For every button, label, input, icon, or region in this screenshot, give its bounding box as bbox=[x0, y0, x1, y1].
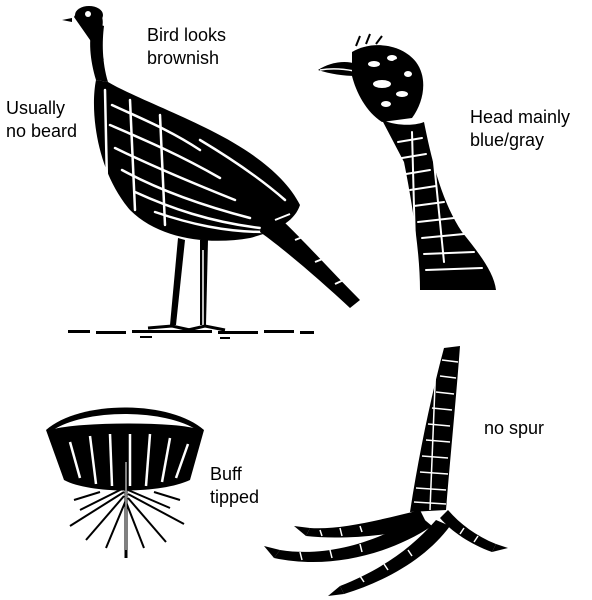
tail-feather-illustration bbox=[40, 400, 220, 560]
turkey-foot-illustration bbox=[260, 340, 510, 600]
turkey-head-illustration bbox=[312, 32, 502, 297]
turkey-foot-svg bbox=[260, 340, 510, 600]
turkey-head-svg bbox=[312, 32, 502, 297]
tail-feather-svg bbox=[40, 400, 220, 560]
